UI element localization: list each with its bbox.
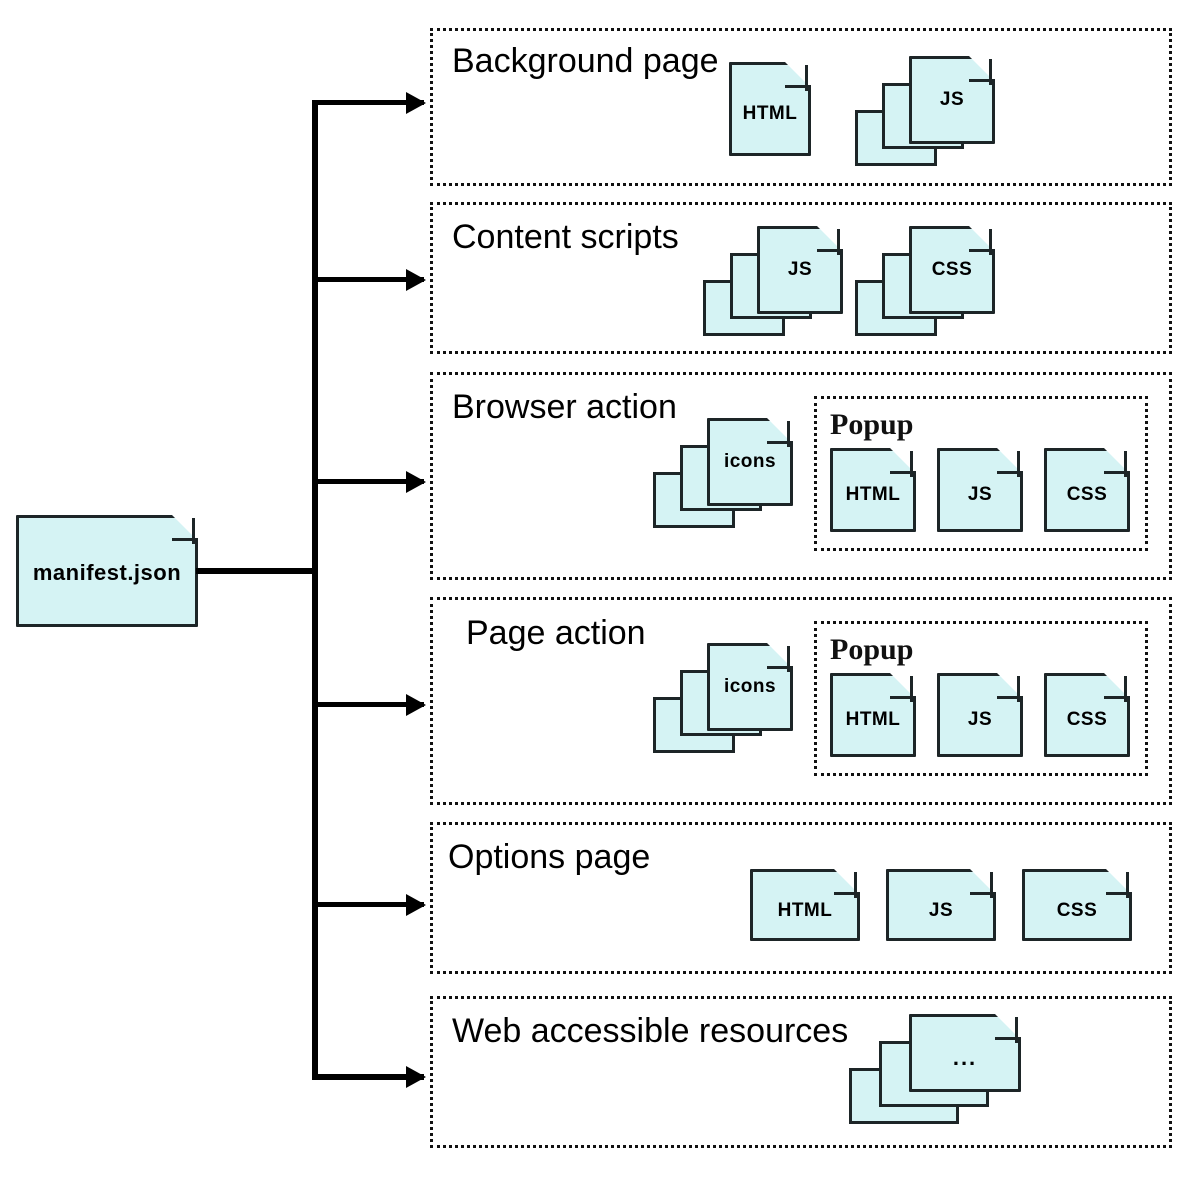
arrow-web-accessible-resources <box>406 1066 426 1088</box>
connector-root-stub <box>196 568 318 574</box>
css-file-icon[interactable]: CSS <box>1022 869 1132 941</box>
js-file-icon[interactable]: JS <box>937 673 1023 757</box>
js-file-stack-icon[interactable]: JS <box>703 226 843 336</box>
section-title-content-scripts: Content scripts <box>452 218 679 256</box>
css-file-icon[interactable]: CSS <box>1044 673 1130 757</box>
document-fold-vertical-icon <box>1017 451 1020 477</box>
stack-sheet-front: CSS <box>909 226 995 314</box>
section-content-scripts[interactable] <box>430 202 1172 354</box>
connector-trunk <box>312 100 318 1080</box>
document-fold-vertical-icon <box>192 518 195 544</box>
js-file-stack-icon[interactable]: JS <box>855 56 995 166</box>
stack-sheet-front: JS <box>909 56 995 144</box>
section-title-page-action: Page action <box>466 614 646 652</box>
stack-sheet-front: JS <box>757 226 843 314</box>
document-fold-vertical-icon <box>989 229 992 255</box>
document-fold-vertical-icon <box>989 59 992 85</box>
section-browser-action[interactable] <box>430 372 1172 580</box>
section-options-page[interactable] <box>430 822 1172 974</box>
document-fold-vertical-icon <box>1126 872 1129 898</box>
section-title-web-accessible-resources: Web accessible resources <box>452 1012 849 1050</box>
document-fold-vertical-icon <box>787 646 790 672</box>
file-type-label: HTML <box>777 900 833 921</box>
js-file-icon[interactable]: JS <box>937 448 1023 532</box>
file-type-label: HTML <box>845 484 901 505</box>
arrow-background-page <box>406 92 426 114</box>
file-type-label: CSS <box>1066 709 1108 730</box>
file-type-label: HTML <box>845 709 901 730</box>
js-file-icon[interactable]: JS <box>886 869 996 941</box>
subsection-popup-page-action[interactable] <box>814 621 1148 776</box>
connector-branch-background-page <box>312 100 424 105</box>
document-fold-vertical-icon <box>1124 451 1127 477</box>
section-web-accessible-resources[interactable] <box>430 996 1172 1148</box>
icons-file-stack-icon[interactable]: icons <box>653 418 793 528</box>
document-fold-vertical-icon <box>910 676 913 702</box>
file-type-label: CSS <box>1066 484 1108 505</box>
connector-branch-page-action <box>312 702 424 707</box>
arrow-browser-action <box>406 471 426 493</box>
html-file-icon[interactable]: HTML <box>729 62 811 156</box>
connector-branch-content-scripts <box>312 277 424 282</box>
file-type-label: CSS <box>1056 900 1098 921</box>
file-type-label: JS <box>928 900 954 921</box>
file-type-label: HTML <box>742 103 798 124</box>
subsection-title-popup-page-action: Popup <box>830 633 914 666</box>
arrow-page-action <box>406 694 426 716</box>
section-page-action[interactable] <box>430 597 1172 805</box>
css-file-stack-icon[interactable]: CSS <box>855 226 995 336</box>
document-fold-vertical-icon <box>990 872 993 898</box>
document-fold-vertical-icon <box>854 872 857 898</box>
document-fold-vertical-icon <box>910 451 913 477</box>
section-title-options-page: Options page <box>448 838 651 876</box>
document-fold-vertical-icon <box>1124 676 1127 702</box>
file-type-label: JS <box>967 709 993 730</box>
icons-file-stack-icon[interactable]: icons <box>653 643 793 753</box>
html-file-icon[interactable]: HTML <box>830 448 916 532</box>
file-type-label: JS <box>939 89 965 110</box>
document-fold-vertical-icon <box>787 421 790 447</box>
file-type-label: icons <box>723 676 777 697</box>
section-background-page[interactable] <box>430 28 1172 186</box>
connector-branch-options-page <box>312 902 424 907</box>
stack-sheet-front: ... <box>909 1014 1021 1092</box>
manifest-json-label: manifest.json <box>32 560 182 585</box>
subsection-title-popup-browser-action: Popup <box>830 408 914 441</box>
html-file-icon[interactable]: HTML <box>750 869 860 941</box>
stack-sheet-front: icons <box>707 643 793 731</box>
generic-file-stack-icon[interactable]: ... <box>849 1014 1021 1124</box>
arrow-content-scripts <box>406 269 426 291</box>
subsection-popup-browser-action[interactable] <box>814 396 1148 551</box>
file-type-label: CSS <box>931 259 973 280</box>
stack-sheet-front: icons <box>707 418 793 506</box>
document-fold-vertical-icon <box>837 229 840 255</box>
section-title-browser-action: Browser action <box>452 388 677 426</box>
file-type-label: ... <box>952 1045 978 1070</box>
html-file-icon[interactable]: HTML <box>830 673 916 757</box>
file-type-label: icons <box>723 451 777 472</box>
section-title-background-page: Background page <box>452 42 719 80</box>
file-type-label: JS <box>787 259 813 280</box>
document-fold-vertical-icon <box>1015 1017 1018 1043</box>
manifest-json-node[interactable]: manifest.json <box>16 515 198 627</box>
arrow-options-page <box>406 894 426 916</box>
document-fold-vertical-icon <box>805 65 808 91</box>
css-file-icon[interactable]: CSS <box>1044 448 1130 532</box>
file-type-label: JS <box>967 484 993 505</box>
document-fold-vertical-icon <box>1017 676 1020 702</box>
connector-branch-web-accessible-resources <box>312 1074 424 1080</box>
connector-branch-browser-action <box>312 479 424 484</box>
